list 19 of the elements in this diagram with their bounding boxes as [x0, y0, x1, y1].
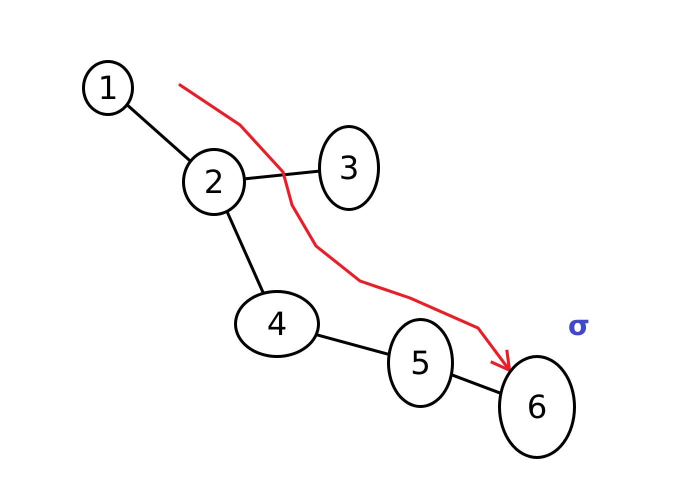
node-number: 3	[338, 152, 360, 184]
connector-line	[126, 104, 191, 162]
circle-node	[387, 318, 454, 408]
connector-line	[244, 170, 320, 180]
circle-node	[82, 60, 134, 116]
circle-node	[498, 355, 576, 459]
node-number: 2	[204, 166, 224, 198]
circle-node	[234, 290, 320, 358]
node-number: 6	[526, 391, 548, 423]
connector-line	[226, 211, 264, 294]
annotation-text: σ	[568, 312, 590, 340]
circle-node	[182, 148, 246, 216]
node-number: 1	[98, 72, 118, 104]
connector-line	[451, 374, 501, 394]
node-number: 4	[266, 308, 288, 340]
arrow	[178, 84, 511, 372]
circle-node	[318, 125, 380, 211]
node-number: 5	[410, 347, 431, 379]
connector-line	[316, 334, 390, 356]
